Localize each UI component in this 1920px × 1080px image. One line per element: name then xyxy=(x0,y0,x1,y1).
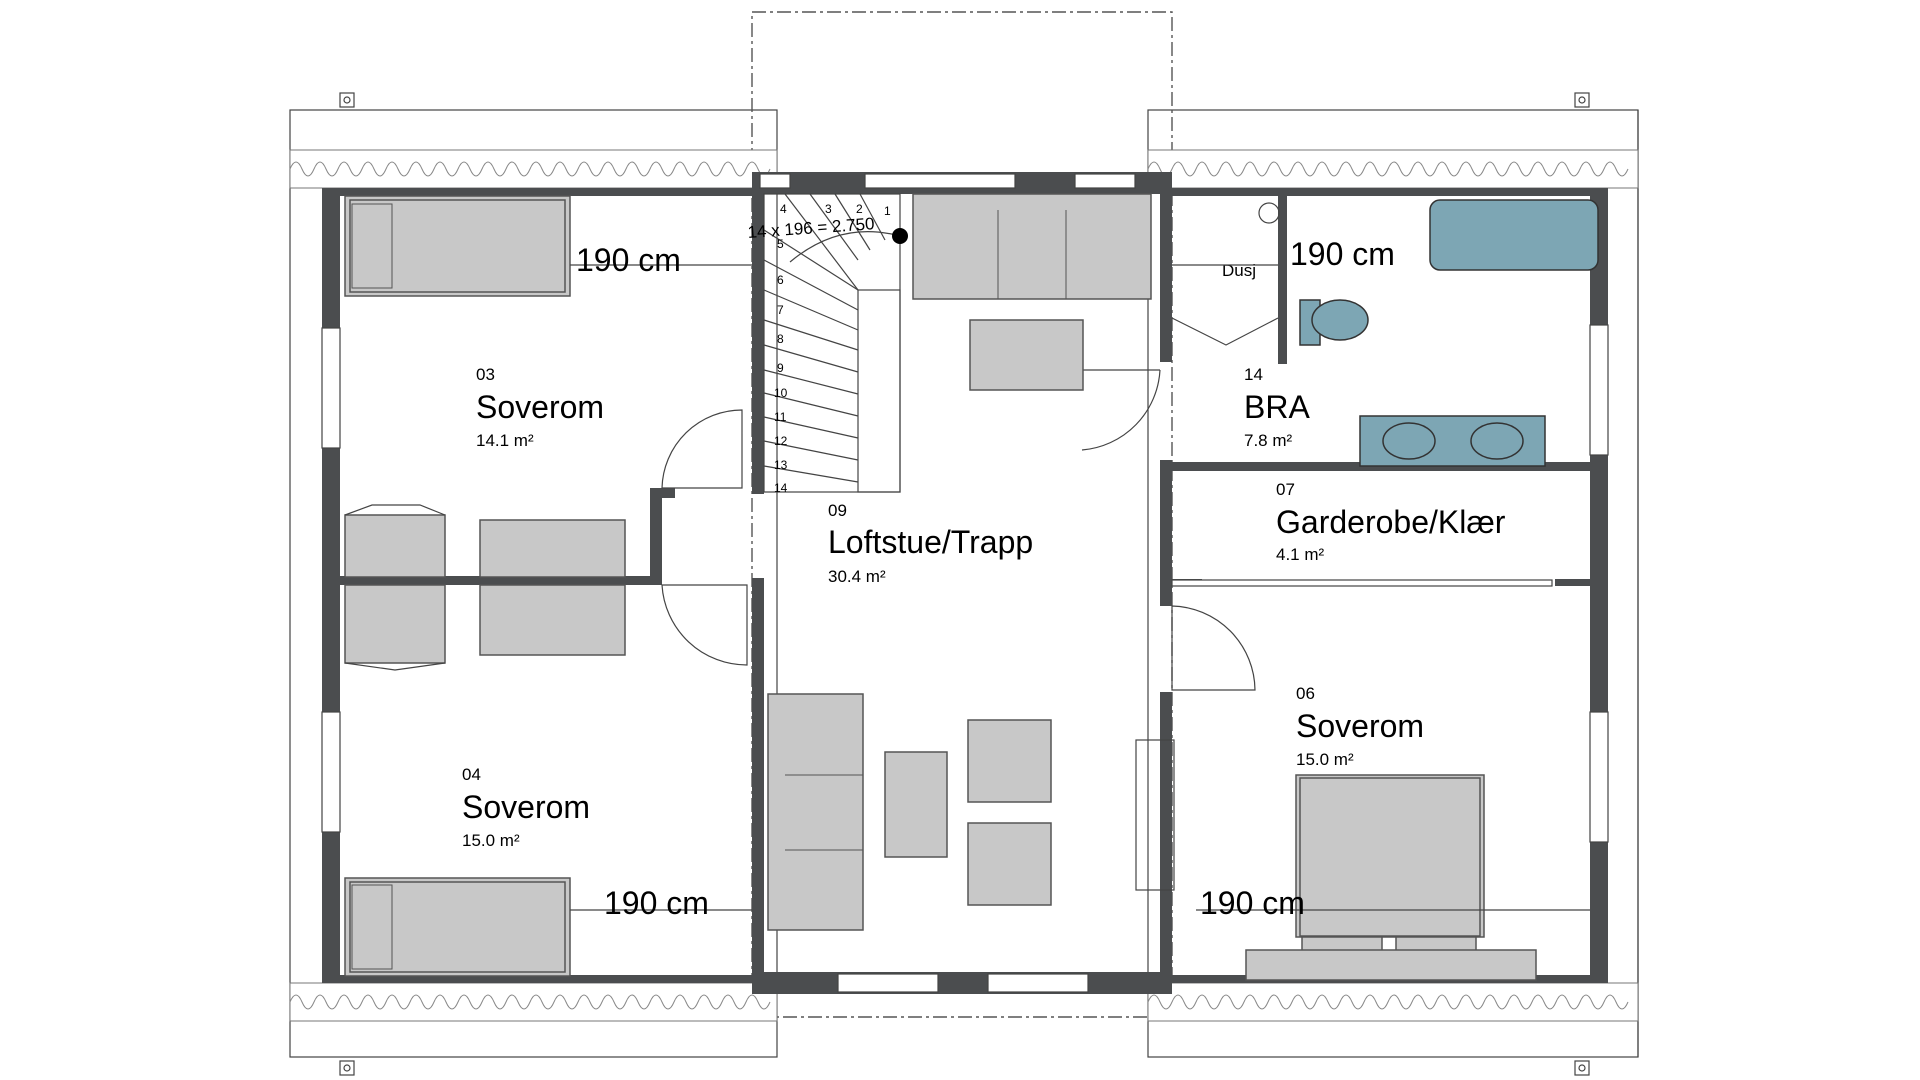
room-name: Soverom xyxy=(1296,708,1424,744)
stair-step-2: 2 xyxy=(856,202,863,216)
room-label-06: 06 Soverom 15.0 m² xyxy=(1296,684,1424,769)
furniture-lounge xyxy=(767,193,1175,931)
room-name: Loftstue/Trapp xyxy=(828,524,1033,560)
roof-outline xyxy=(289,11,1639,1058)
room-number: 03 xyxy=(476,365,495,384)
stair-step-14: 14 xyxy=(774,481,788,495)
furniture-room-04 xyxy=(344,584,626,977)
furniture-room-03 xyxy=(344,195,626,578)
shower-label: Dusj xyxy=(1222,261,1256,280)
doors xyxy=(661,317,1279,691)
room-label-03: 03 Soverom 14.1 m² xyxy=(476,365,604,450)
room-number: 14 xyxy=(1244,365,1263,384)
stair-step-9: 9 xyxy=(777,361,784,375)
room-name: BRA xyxy=(1244,389,1310,425)
room-area: 15.0 m² xyxy=(1296,750,1354,769)
room-number: 07 xyxy=(1276,480,1295,499)
room-name: Garderobe/Klær xyxy=(1276,504,1506,540)
staircase: 14 x 196 = 2.750 1 2 3 4 5 6 7 8 9 10 11… xyxy=(747,193,908,495)
room-number: 04 xyxy=(462,765,481,784)
bathroom-fixtures xyxy=(1258,199,1599,467)
stair-step-6: 6 xyxy=(777,273,784,287)
stair-step-3: 3 xyxy=(825,202,832,216)
room-area: 4.1 m² xyxy=(1276,545,1325,564)
room-label-14: 14 BRA 7.8 m² xyxy=(1244,365,1310,450)
stair-step-numbers: 1 2 3 4 5 6 7 8 9 10 11 12 13 14 xyxy=(774,202,891,495)
stair-step-5: 5 xyxy=(777,237,784,251)
room-name: Soverom xyxy=(462,789,590,825)
insulation-bottom-left xyxy=(289,982,778,1022)
room-number: 06 xyxy=(1296,684,1315,703)
room-label-04: 04 Soverom 15.0 m² xyxy=(462,765,590,850)
dimension-label-4: 190 cm xyxy=(1200,885,1305,921)
stair-step-11: 11 xyxy=(774,410,787,424)
dimension-lines xyxy=(570,264,1590,911)
room-area: 14.1 m² xyxy=(476,431,534,450)
windows xyxy=(321,173,1609,993)
stair-step-12: 12 xyxy=(774,434,788,448)
stair-step-8: 8 xyxy=(777,332,784,346)
stair-step-13: 13 xyxy=(774,458,788,472)
room-label-07: 07 Garderobe/Klær 4.1 m² xyxy=(1276,480,1506,564)
furniture-room-06 xyxy=(1245,774,1537,981)
room-area: 30.4 m² xyxy=(828,567,886,586)
insulation-top-right xyxy=(1147,149,1639,189)
stair-step-7: 7 xyxy=(777,303,784,317)
stair-step-1: 1 xyxy=(884,204,891,218)
vent-symbols xyxy=(339,92,1590,1076)
stair-step-10: 10 xyxy=(774,386,788,400)
dimension-label-1: 190 cm xyxy=(576,242,681,278)
insulation-bottom-right xyxy=(1147,982,1639,1022)
stair-formula: 14 x 196 = 2.750 xyxy=(747,214,875,242)
room-number: 09 xyxy=(828,501,847,520)
room-area: 15.0 m² xyxy=(462,831,520,850)
room-area: 7.8 m² xyxy=(1244,431,1293,450)
stair-step-4: 4 xyxy=(780,202,787,216)
room-name: Soverom xyxy=(476,389,604,425)
room-label-09: 09 Loftstue/Trapp 30.4 m² xyxy=(828,501,1033,586)
dimension-label-2: 190 cm xyxy=(1290,236,1395,272)
insulation-top-left xyxy=(289,149,778,189)
dimension-label-3: 190 cm xyxy=(604,885,709,921)
